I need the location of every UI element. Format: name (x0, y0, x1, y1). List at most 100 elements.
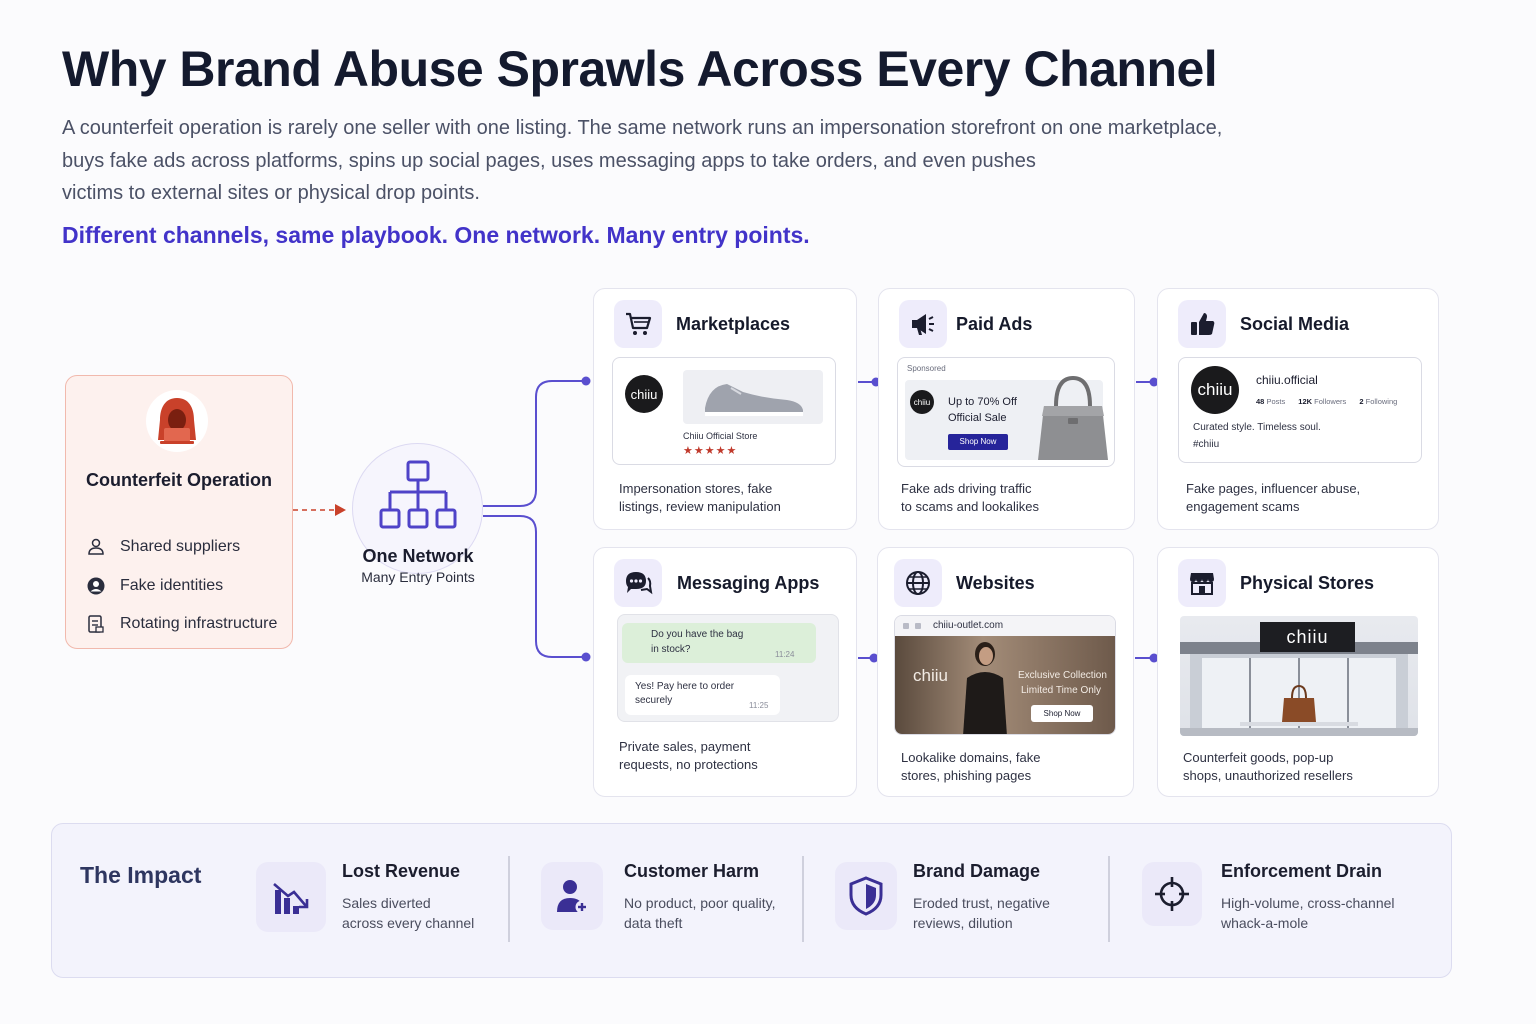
message-text: Do you have the bag (651, 629, 744, 640)
profile-handle: chiiu.official (1256, 373, 1318, 387)
impact-divider (802, 856, 804, 942)
chat-bubble-icon (614, 559, 662, 607)
impact-item-title: Customer Harm (624, 861, 760, 881)
channel-description: Lookalike domains, fake stores, phishing… (901, 749, 1040, 785)
chart-down-icon (256, 862, 326, 932)
user-outline-icon (86, 537, 106, 557)
thumbs-up-icon (1178, 300, 1226, 348)
desc-line: reviews, dilution (913, 914, 1013, 931)
intro-line: victims to external sites or physical dr… (62, 182, 480, 204)
desc-line: Fake ads driving traffic (901, 481, 1032, 496)
ad-shop-now-button[interactable]: Shop Now (948, 434, 1008, 450)
list-item: Fake identities (86, 567, 277, 606)
browser-bar: chiiu-outlet.com (895, 616, 1115, 636)
channel-description: Counterfeit goods, pop-up shops, unautho… (1183, 749, 1353, 785)
marketplace-listing-mock: chiiu Chiiu Official Store ★★★★★ (612, 357, 836, 465)
operation-title: Counterfeit Operation (85, 470, 272, 490)
channel-title: Paid Ads (956, 314, 1033, 334)
chat-thread-mock: Do you have the bag in stock? 11:24 Yes!… (617, 614, 839, 722)
desc-line: whack-a-mole (1221, 914, 1309, 931)
channel-title: Websites (956, 573, 1035, 593)
brand-logo: chiiu (910, 390, 934, 414)
operation-list: Shared suppliers Fake identities Rotatin… (86, 528, 277, 644)
channel-description: Private sales, payment requests, no prot… (619, 738, 758, 774)
shopping-cart-icon (614, 300, 662, 348)
operation-item-label: Shared suppliers (120, 538, 241, 556)
desc-line: Impersonation stores, fake (619, 481, 773, 496)
desc-line: Sales diverted (342, 895, 431, 911)
hero-shop-now-button[interactable]: Shop Now (1031, 705, 1093, 722)
ad-offer-headline: Up to 70% Off (948, 396, 1017, 408)
channel-card-messaging-apps: Messaging Apps Do you have the bag in st… (593, 547, 857, 797)
channel-card-marketplaces: Marketplaces chiiu Chiiu Official Store … (593, 288, 857, 530)
followers-label: Followers (1314, 397, 1347, 406)
desc-line: stores, phishing pages (901, 768, 1032, 783)
profile-bio: Curated style. Timeless soul. (1193, 422, 1321, 433)
desc-line: Fake pages, influencer abuse, (1186, 481, 1361, 496)
impact-item-desc: Sales diverted across every channel (342, 894, 474, 933)
following-label: Following (1365, 397, 1398, 406)
crosshair-icon (1142, 862, 1202, 926)
tagline: Different channels, same playbook. One n… (62, 222, 810, 248)
profile-avatar: chiiu (1191, 366, 1239, 414)
channel-title: Marketplaces (676, 314, 791, 334)
rating-stars: ★★★★★ (683, 445, 738, 457)
impact-item-desc: Eroded trust, negative reviews, dilution (913, 894, 1050, 933)
lookalike-website-mock: chiiu-outlet.com chiiu Exclusive Collect… (894, 615, 1116, 735)
channel-card-physical-stores: Physical Stores chiiu Counterfeit goods,… (1157, 547, 1439, 797)
impact-divider (1108, 856, 1110, 942)
user-plus-icon (541, 862, 603, 930)
channel-description: Impersonation stores, fake listings, rev… (619, 480, 781, 516)
desc-line: No product, poor quality, (624, 895, 776, 911)
network-label: One Network (362, 546, 474, 566)
desc-line: engagement scams (1186, 499, 1300, 514)
channel-card-paid-ads: Paid Ads Sponsored chiiu Up to 70% Off O… (878, 288, 1135, 530)
posts-label: Posts (1266, 397, 1286, 406)
message-text: in stock? (651, 644, 691, 655)
message-text: securely (635, 695, 673, 706)
channel-description: Fake ads driving traffic to scams and lo… (901, 480, 1039, 516)
outgoing-message (625, 675, 780, 715)
network-sublabel: Many Entry Points (361, 569, 475, 585)
impact-panel: The Impact Lost Revenue Sales diverted a… (51, 823, 1452, 978)
intro-line: A counterfeit operation is rarely one se… (62, 117, 1223, 139)
globe-icon (894, 559, 942, 607)
channel-title: Physical Stores (1240, 573, 1375, 593)
megaphone-icon (899, 300, 947, 348)
posts-count: 48 (1256, 397, 1265, 406)
following-count: 2 (1359, 397, 1364, 406)
followers-count: 12K (1298, 397, 1313, 406)
operation-item-label: Fake identities (120, 576, 224, 594)
impact-item-desc: High-volume, cross-channel whack-a-mole (1221, 894, 1395, 933)
channel-card-social-media: Social Media chiiu chiiu.official 48 Pos… (1157, 288, 1439, 530)
hero-promo-subtitle: Limited Time Only (1021, 685, 1102, 696)
desc-line: Counterfeit goods, pop-up (1183, 750, 1334, 765)
list-item: Shared suppliers (86, 528, 277, 567)
hero-promo-title: Exclusive Collection (1018, 670, 1107, 681)
message-time: 11:24 (775, 650, 795, 659)
storefront-image: chiiu (1180, 616, 1418, 736)
impact-item-title: Lost Revenue (342, 861, 461, 881)
impact-item-title: Enforcement Drain (1221, 861, 1383, 881)
desc-line: Lookalike domains, fake (901, 750, 1041, 765)
sponsored-ad-mock: Sponsored chiiu Up to 70% Off Official S… (897, 357, 1115, 467)
model-image (963, 642, 1007, 734)
shield-icon (835, 862, 897, 930)
hooded-hacker-icon (146, 390, 208, 452)
channel-card-websites: Websites chiiu-outlet.com chiiu Exclusiv… (877, 547, 1134, 797)
desc-line: across every channel (342, 914, 475, 931)
channel-description: Fake pages, influencer abuse, engagement… (1186, 480, 1360, 516)
document-icon (86, 614, 106, 634)
message-text: Yes! Pay here to order (635, 681, 735, 692)
message-time: 11:25 (749, 701, 769, 710)
intro-line: buys fake ads across platforms, spins up… (62, 149, 1036, 172)
desc-line: listings, review manipulation (619, 499, 781, 514)
desc-line: requests, no protections (619, 757, 758, 772)
browser-url: chiiu-outlet.com (933, 620, 1004, 631)
impact-divider (508, 856, 510, 942)
storefront-icon (1178, 559, 1226, 607)
network-hierarchy-icon (379, 460, 457, 529)
desc-line: Private sales, payment (619, 739, 751, 754)
